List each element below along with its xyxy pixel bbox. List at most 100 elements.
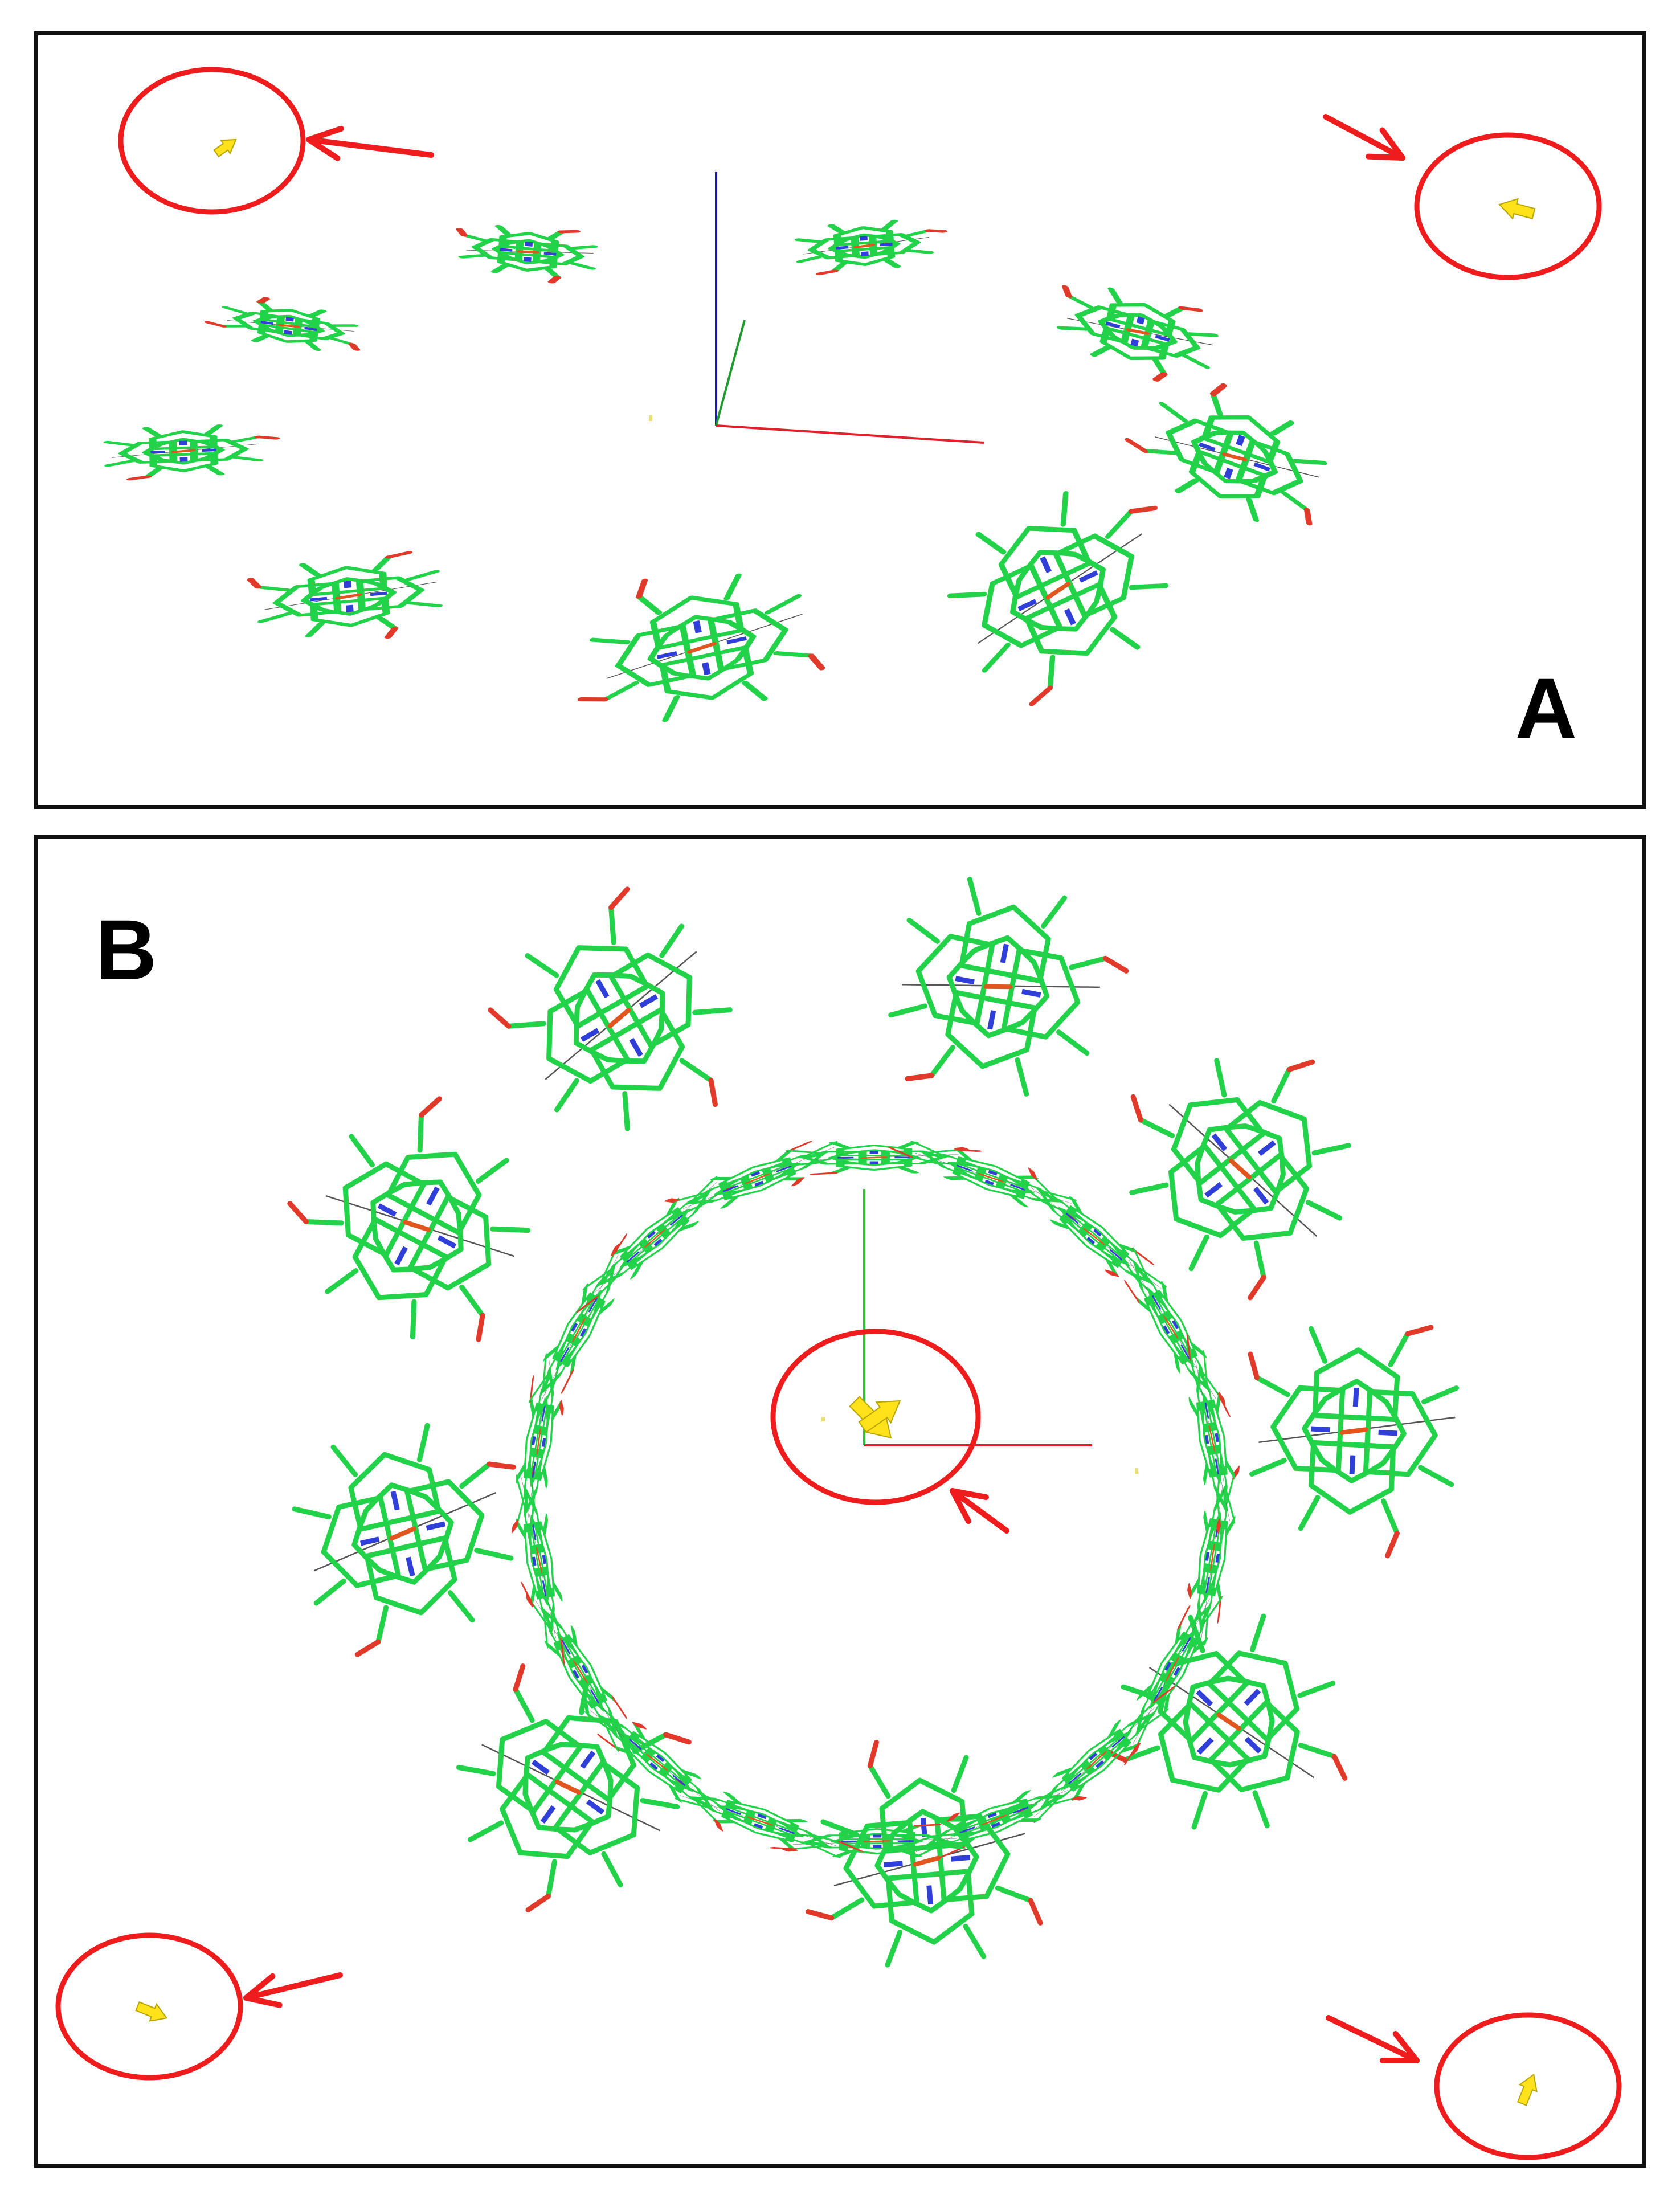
substituent-bond [1217, 1582, 1222, 1604]
nitrogen-bond [836, 246, 849, 250]
nitrogen-bond [586, 1799, 605, 1815]
substituent-bond [591, 1276, 618, 1302]
highlight-circle-icon [1434, 2012, 1622, 2160]
carbonyl-bond [384, 627, 399, 639]
pyrrole-ring [885, 1869, 975, 1945]
porphyrin-ring-icon [794, 219, 947, 276]
pyrrole-ring [1168, 1143, 1257, 1239]
substituent-bond [765, 594, 802, 615]
carbonyl-bond [487, 1461, 516, 1470]
substituent-bond [1203, 1596, 1223, 1626]
nitrogen-bond [390, 1490, 400, 1511]
substituent-bond [544, 268, 562, 279]
nitrogen-bond [1105, 321, 1121, 329]
carbonyl-bond [1102, 955, 1129, 974]
substituent-bond [659, 923, 685, 958]
carbonyl-bond [561, 1368, 574, 1394]
pyrrole-ring [498, 232, 559, 252]
pyrrole-ring [622, 1739, 685, 1793]
substituent-bond [1031, 1174, 1057, 1199]
pyrrole-ring [839, 1828, 915, 1840]
carbonyl-bond [939, 1846, 966, 1858]
nitrogen-bond [531, 1759, 550, 1775]
substituent-bond [541, 1378, 557, 1411]
pyrrole-ring [1270, 1385, 1346, 1473]
substituent-bond [1191, 1342, 1207, 1359]
pyrrole-ring [534, 1404, 554, 1481]
carbonyl-bond [888, 1147, 914, 1158]
substituent-bond [709, 1176, 732, 1180]
carbonyl-bond [1130, 1094, 1143, 1123]
substituent-bond [304, 341, 321, 351]
substituent-bond [447, 1590, 475, 1623]
substituent-bond [1281, 491, 1310, 512]
nitrogen-bond [1215, 1458, 1220, 1475]
substituent-bond [516, 1462, 525, 1483]
substituent-bond [257, 612, 293, 623]
porphyrin-ring-icon [947, 491, 1169, 706]
substituent-bond [547, 230, 566, 240]
nitrogen-bond [1040, 556, 1052, 574]
red-arrow-head [306, 125, 344, 161]
carbonyl-bond [488, 1007, 512, 1029]
substituent-bond [1203, 1510, 1208, 1532]
nitrogen-bond [581, 1664, 588, 1674]
substituent-bond [375, 1605, 389, 1645]
substituent-bond [1175, 1622, 1182, 1644]
substituent-bond [1122, 1745, 1160, 1763]
substituent-bond [203, 424, 223, 435]
nitrogen-bond [757, 1813, 767, 1820]
substituent-bond [330, 324, 359, 327]
nitrogen-bond [1065, 1212, 1079, 1224]
nitrogen-bond [1205, 1577, 1210, 1593]
carbonyl-bond [805, 1909, 835, 1921]
central-dipole-arrow [646, 1754, 668, 1771]
substituent-bond [905, 1154, 939, 1165]
substituent-bond [1209, 391, 1223, 416]
carbonyl-bond [385, 551, 413, 559]
porphyrin-ring-icon [456, 1663, 692, 1913]
center-dot [821, 1417, 825, 1421]
red-arrow-head [1366, 127, 1405, 161]
carbonyl-bond [1177, 1605, 1191, 1630]
substituent-bond [303, 1219, 344, 1226]
carbonyl-bond [837, 1841, 864, 1852]
substituent-bond [516, 1518, 525, 1539]
pyrrole-ring [1041, 1760, 1096, 1808]
highlight-circle-icon [55, 1932, 243, 2081]
nitrogen-bond [202, 448, 216, 452]
nitrogen-bond [580, 1028, 600, 1042]
carbonyl-bond [577, 697, 609, 702]
nitrogen-bond [726, 636, 747, 644]
central-dipole-arrow [334, 593, 363, 600]
substituent-bond [1105, 1259, 1119, 1277]
porphyrin-ring-icon [1125, 383, 1327, 526]
substituent-bond [829, 1142, 851, 1148]
central-dipole-arrow [1086, 1751, 1107, 1770]
nitrogen-bond [669, 1214, 683, 1226]
porphyrin-ring-icon [287, 1096, 531, 1342]
macrocycle-bonds [370, 1179, 464, 1273]
substituent-bond [589, 637, 631, 644]
pyrrole-ring [599, 1239, 653, 1286]
pyrrole-ring [804, 1834, 870, 1849]
pyrrole-ring [1312, 1347, 1400, 1423]
substituent-bond [1137, 1684, 1152, 1701]
nitrogen-bond [959, 1826, 975, 1834]
substituent-bond [459, 1461, 492, 1489]
nitrogen-bond [1163, 1325, 1170, 1335]
pyrrole-ring [523, 1402, 543, 1479]
substituent-bond [1226, 1490, 1236, 1524]
pyrrole-ring [1170, 1605, 1209, 1666]
central-dipole-arrow [1210, 1543, 1215, 1571]
highlight-circle-icon [770, 1329, 981, 1505]
nitrogen-bond [1236, 435, 1245, 447]
substituent-bond [1203, 1463, 1208, 1486]
central-dipole-arrow [978, 1173, 1004, 1183]
nitrogen-bond [1173, 1667, 1180, 1676]
substituent-bond [832, 1850, 854, 1858]
central-dipole-arrow [860, 1156, 888, 1159]
substituent-bond [1192, 1637, 1208, 1654]
nitrogen-bond [1180, 1344, 1190, 1359]
nitrogen-bond [426, 1186, 440, 1206]
